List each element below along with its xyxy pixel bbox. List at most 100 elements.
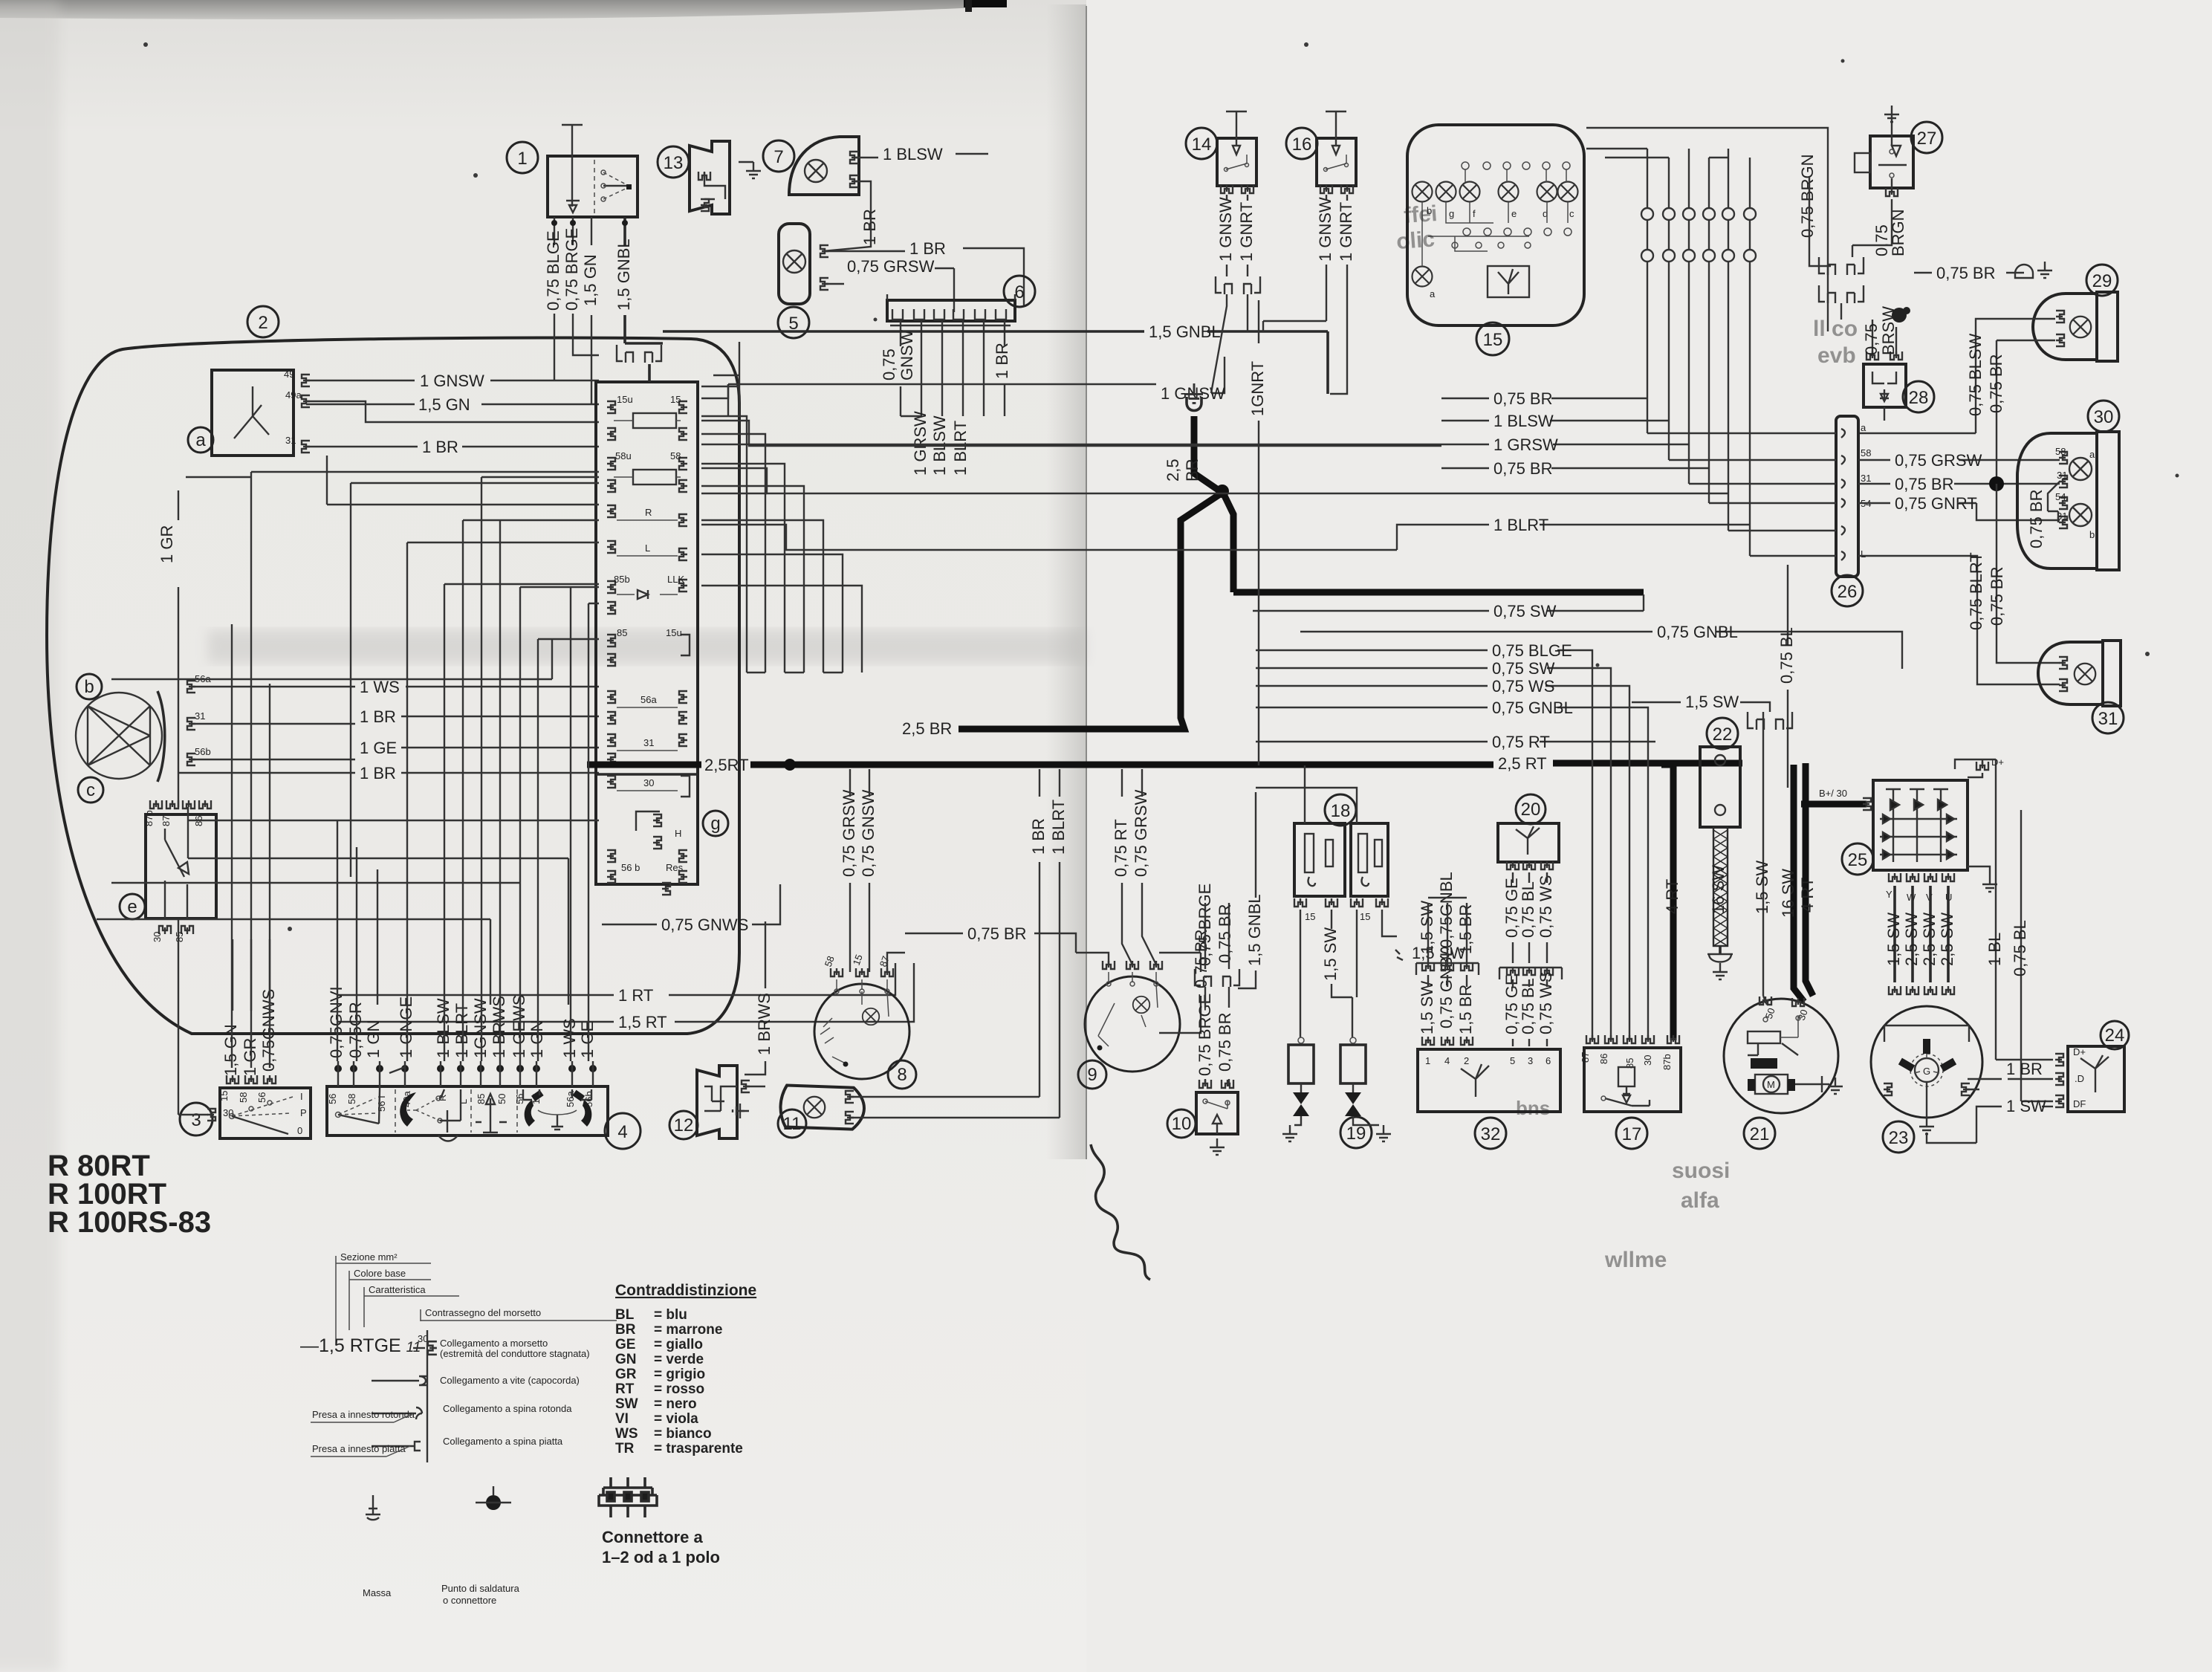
svg-text:4 RT: 4 RT — [1663, 879, 1681, 914]
svg-text:6: 6 — [1014, 282, 1024, 302]
svg-text:1 BRWS: 1 BRWS — [490, 996, 508, 1058]
svg-text:1 BR: 1 BR — [909, 239, 946, 258]
svg-text:0,75GR: 0,75GR — [346, 1002, 365, 1058]
svg-text:0,75 GRSW: 0,75 GRSW — [840, 789, 858, 877]
svg-text:0,75 GNWS: 0,75 GNWS — [661, 916, 748, 934]
svg-text:1 BLSW: 1 BLSW — [434, 998, 453, 1058]
svg-text:5: 5 — [788, 314, 798, 334]
svg-text:.D: .D — [2075, 1073, 2084, 1084]
svg-text:1 BLSW: 1 BLSW — [883, 145, 943, 163]
svg-text:Sezione mm²: Sezione mm² — [340, 1251, 398, 1263]
svg-text:= giallo: = giallo — [654, 1337, 703, 1352]
svg-text:85: 85 — [617, 627, 627, 638]
svg-text:31: 31 — [195, 710, 205, 722]
svg-text:M: M — [1767, 1079, 1775, 1090]
svg-text:30: 30 — [223, 1107, 233, 1118]
svg-text:a: a — [1430, 288, 1436, 299]
svg-text:31: 31 — [2057, 511, 2067, 522]
svg-text:22: 22 — [1713, 725, 1733, 745]
svg-text:0,75 BRGE: 0,75 BRGE — [562, 228, 581, 311]
svg-text:(estremità del conduttore stag: (estremità del conduttore stagnata) — [440, 1348, 590, 1359]
svg-text:P: P — [300, 1107, 307, 1118]
svg-text:0,75 RT: 0,75 RT — [1492, 733, 1550, 751]
svg-text:56: 56 — [256, 1092, 267, 1103]
svg-text:LLK: LLK — [667, 574, 684, 585]
svg-text:8: 8 — [897, 1065, 906, 1085]
svg-text:DF: DF — [2073, 1098, 2086, 1109]
svg-text:Presa a innesto rotonda: Presa a innesto rotonda — [312, 1409, 415, 1420]
svg-text:GE: GE — [615, 1337, 635, 1352]
svg-text:0,75 SW: 0,75 SW — [1493, 602, 1557, 620]
svg-text:R: R — [437, 1095, 448, 1101]
svg-text:20: 20 — [1521, 800, 1541, 820]
svg-text:TR: TR — [615, 1441, 635, 1456]
svg-text:0,75 RT: 0,75 RT — [1112, 819, 1130, 877]
svg-text:1 GR: 1 GR — [158, 525, 176, 563]
svg-text:1 GNRT: 1 GNRT — [1337, 202, 1355, 262]
svg-text:0,75 BL: 0,75 BL — [2011, 920, 2029, 976]
svg-text:1 BR: 1 BR — [860, 209, 879, 245]
svg-text:olic: olic — [1395, 227, 1436, 254]
svg-text:16 SW: 16 SW — [1709, 865, 1728, 914]
svg-text:0,75 GRSW: 0,75 GRSW — [847, 257, 935, 276]
svg-text:6: 6 — [1546, 1055, 1551, 1066]
svg-text:12: 12 — [674, 1115, 694, 1135]
svg-text:15: 15 — [670, 394, 681, 405]
svg-text:BL: BL — [615, 1307, 635, 1323]
svg-text:0,75 BR: 0,75 BR — [2027, 490, 2046, 549]
svg-text:1 BR: 1 BR — [360, 707, 396, 726]
svg-text:H: H — [675, 828, 681, 839]
svg-text:1,5 SW: 1,5 SW — [1753, 861, 1771, 914]
svg-text:50: 50 — [496, 1094, 507, 1104]
svg-text:0: 0 — [297, 1125, 302, 1136]
svg-text:a: a — [195, 430, 206, 450]
svg-text:WS: WS — [615, 1426, 638, 1442]
svg-text:Collegamento a spina rotonda: Collegamento a spina rotonda — [443, 1403, 572, 1414]
svg-text:= rosso: = rosso — [654, 1381, 704, 1397]
svg-text:0,75 GNBL: 0,75 GNBL — [1437, 947, 1456, 1028]
svg-text:10: 10 — [1172, 1114, 1192, 1134]
svg-text:1 WS: 1 WS — [360, 678, 400, 696]
svg-text:L: L — [645, 542, 650, 554]
svg-text:Caratteristica: Caratteristica — [369, 1284, 426, 1295]
svg-text:0,75 BR: 0,75 BR — [1216, 904, 1234, 964]
svg-text:1,5 GN: 1,5 GN — [418, 395, 470, 414]
svg-text:58: 58 — [2055, 446, 2066, 457]
svg-text:= nero: = nero — [654, 1396, 697, 1412]
svg-text:G: G — [1923, 1066, 1930, 1077]
svg-text:1GNSW: 1GNSW — [471, 998, 490, 1058]
svg-text:1 GRSW: 1 GRSW — [911, 411, 930, 476]
svg-text:B+/ 30: B+/ 30 — [1819, 788, 1847, 799]
svg-text:30: 30 — [418, 1333, 428, 1344]
svg-text:1 BLRT: 1 BLRT — [1493, 516, 1548, 534]
svg-text:15: 15 — [1483, 330, 1503, 350]
svg-text:b: b — [2089, 529, 2095, 540]
svg-text:87b: 87b — [143, 810, 155, 826]
svg-text:1 GNSW: 1 GNSW — [1216, 197, 1235, 262]
svg-text:1 SW: 1 SW — [2006, 1097, 2046, 1115]
svg-text:1,5 SW: 1,5 SW — [1412, 944, 1465, 962]
svg-text:87: 87 — [160, 816, 172, 826]
svg-text:bns: bns — [1516, 1097, 1550, 1119]
svg-text:0,75 GE: 0,75 GE — [1502, 974, 1521, 1034]
svg-text:0,75 GNBL: 0,75 GNBL — [1657, 623, 1738, 641]
svg-text:56b: 56b — [195, 746, 211, 757]
svg-text:15u: 15u — [617, 394, 633, 405]
svg-text:1 BR: 1 BR — [993, 343, 1011, 379]
svg-text:0,75 BR: 0,75 BR — [1988, 567, 2006, 626]
svg-text:RT: RT — [615, 1381, 635, 1397]
svg-text:31: 31 — [643, 737, 654, 748]
svg-text:1 GEWS: 1 GEWS — [510, 994, 528, 1058]
svg-text:15: 15 — [1305, 911, 1315, 922]
svg-text:alfa: alfa — [1681, 1188, 1719, 1213]
svg-text:30: 30 — [2094, 407, 2114, 427]
svg-text:1,5 GN: 1,5 GN — [221, 1024, 240, 1076]
svg-text:87b: 87b — [1661, 1054, 1673, 1070]
svg-text:30: 30 — [1796, 1008, 1810, 1022]
svg-text:58: 58 — [346, 1094, 357, 1104]
svg-text:0,75 GE: 0,75 GE — [1502, 878, 1521, 938]
svg-text:1 BLRT: 1 BLRT — [951, 421, 970, 476]
svg-text:15: 15 — [218, 1091, 230, 1101]
svg-text:15: 15 — [851, 953, 865, 967]
svg-text:1,5 RT: 1,5 RT — [618, 1013, 667, 1031]
